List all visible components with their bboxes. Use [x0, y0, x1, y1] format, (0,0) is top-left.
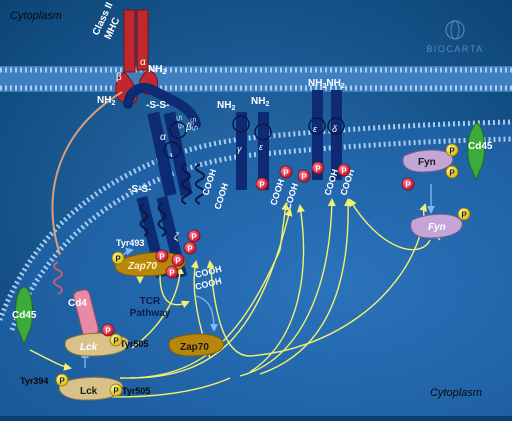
phosphate-p-icon: P — [297, 169, 311, 183]
cd4-coreceptor: Cd4 — [53, 261, 99, 337]
phosphate-p-icon: P — [183, 241, 197, 255]
label-tcr: TCR — [140, 296, 161, 307]
svg-text:P: P — [113, 387, 119, 396]
label-fyn-inactive: Fyn — [418, 157, 436, 168]
label-gamma: γ — [237, 144, 242, 154]
label-alpha: α — [140, 57, 146, 68]
label-ss-tcr: -S-S- — [146, 100, 169, 111]
svg-text:P: P — [113, 337, 119, 346]
label-delta: δ — [332, 124, 338, 134]
svg-text:P: P — [341, 167, 347, 176]
svg-text:P: P — [175, 257, 181, 266]
phosphate-p-icon: P — [109, 333, 123, 347]
label-nh2nh2: NH2NH2 — [308, 78, 345, 90]
label-pathway: Pathway — [130, 308, 171, 319]
label-tyr505-b: Tyr505 — [122, 386, 150, 396]
label-tyr394: Tyr394 — [20, 376, 48, 386]
phosphate-p-icon: P — [165, 265, 179, 279]
label-cytoplasm-bottom: Cytoplasm — [430, 387, 482, 399]
phosphate-p-icon: P — [311, 161, 325, 175]
label-beta-tcr: β — [185, 122, 192, 133]
phosphate-p-icon: P — [279, 165, 293, 179]
label-cd45-left: Cd45 — [12, 310, 37, 321]
label-alpha-tcr: α — [160, 132, 166, 143]
svg-text:P: P — [59, 377, 65, 386]
phosphate-p-icon: P — [155, 249, 169, 263]
cd45-left: Cd45 — [12, 286, 37, 346]
phosphate-p-icon: P — [337, 163, 351, 177]
svg-text:P: P — [449, 147, 455, 156]
svg-text:P: P — [105, 327, 111, 336]
label-epsilon-2: ε — [313, 124, 318, 134]
svg-text:P: P — [191, 233, 197, 242]
label-tyr493: Tyr493 — [116, 238, 144, 248]
svg-text:P: P — [405, 181, 411, 190]
label-zeta: ζ — [174, 232, 180, 243]
svg-text:P: P — [315, 165, 321, 174]
cd4-tether-line — [51, 91, 123, 256]
svg-text:P: P — [301, 173, 307, 182]
label-ss-zeta: -S-S- — [128, 184, 151, 195]
biocarta-watermark: BIOCARTA — [426, 20, 483, 54]
top-membrane — [0, 66, 512, 92]
phosphate-p-icon: P — [171, 253, 185, 267]
watermark-text: BIOCARTA — [426, 44, 483, 54]
phosphate-p-icon: P — [401, 177, 415, 191]
fyn-kinase-active: Fyn — [410, 213, 463, 239]
phosphate-p-icon: P — [445, 143, 459, 157]
svg-text:P: P — [259, 181, 265, 190]
label-cd45-right: Cd45 — [468, 141, 493, 152]
fyn-kinase-inactive: Fyn — [402, 149, 454, 173]
cd45-right: Cd45 — [467, 122, 493, 182]
phosphate-p-icon: P — [55, 373, 69, 387]
label-beta: β — [116, 72, 122, 83]
label-nh2-tcr: NH2 — [97, 95, 115, 107]
svg-text:P: P — [283, 169, 289, 178]
phosphate-yellow-group: P P P P P P P — [55, 143, 471, 397]
svg-text:P: P — [461, 211, 467, 220]
phosphate-red-group: P P P P P P P P P P P P — [101, 161, 415, 337]
label-lck-active: Lck — [80, 342, 98, 353]
label-nh2-epsilon: NH2 — [251, 96, 269, 108]
label-nh2-mhc: NH2 — [148, 64, 166, 76]
label-cytoplasm-top: Cytoplasm — [10, 10, 62, 22]
label-fyn-active: Fyn — [428, 222, 446, 233]
lck-kinase-inactive: Lck Tyr505 Tyr394 — [20, 376, 150, 401]
phosphate-p-icon: P — [111, 251, 125, 265]
label-zap70-free: Zap70 — [180, 342, 209, 353]
label-ss-beta-chain: S-S — [188, 117, 200, 132]
svg-text:P: P — [187, 245, 193, 254]
label-zap70-bound: Zap70 — [127, 261, 157, 272]
phosphate-p-icon: P — [445, 165, 459, 179]
phosphate-p-icon: P — [101, 323, 115, 337]
label-nh2-gamma: NH2 — [217, 100, 235, 112]
label-cd4: Cd4 — [68, 298, 87, 309]
label-tyr505-a: Tyr505 — [120, 339, 148, 349]
phosphate-p-icon: P — [457, 207, 471, 221]
svg-text:P: P — [449, 169, 455, 178]
phosphate-p-icon: P — [255, 177, 269, 191]
phosphate-p-icon: P — [109, 383, 123, 397]
svg-text:P: P — [159, 253, 165, 262]
svg-text:P: P — [115, 255, 121, 264]
label-lck-inactive: Lck — [80, 386, 98, 397]
svg-text:P: P — [169, 269, 175, 278]
label-epsilon-1: ε — [259, 142, 264, 152]
phosphate-p-icon: P — [187, 229, 201, 243]
zap70-free: Zap70 — [168, 333, 224, 357]
